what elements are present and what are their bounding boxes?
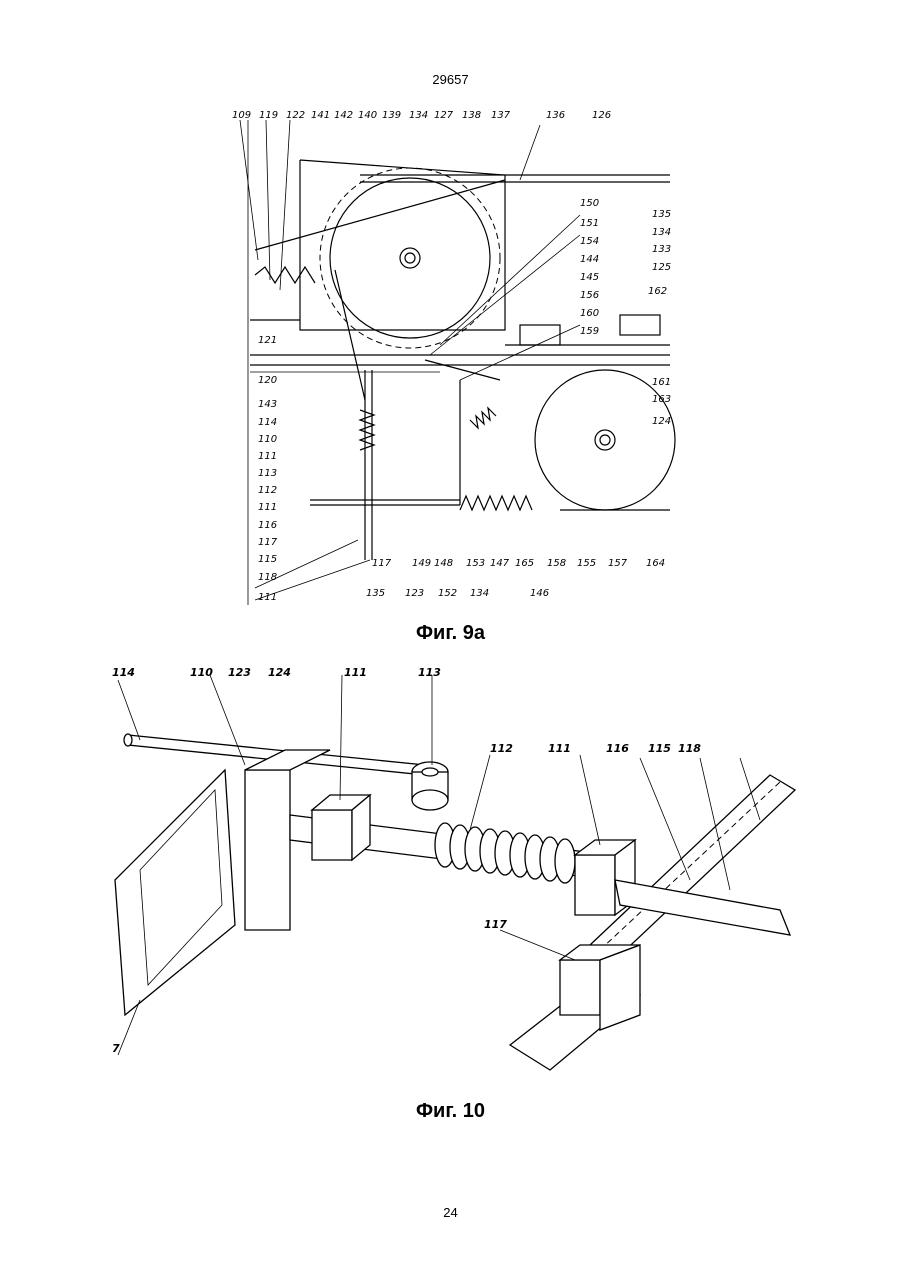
figure-10-geometry	[115, 734, 795, 1070]
label-10-124: 124	[268, 666, 291, 679]
label-10-116: 116	[606, 742, 629, 755]
spring-112	[435, 823, 575, 883]
label-10-7: 7	[112, 1042, 120, 1055]
label-10-123: 123	[228, 666, 251, 679]
label-10-112: 112	[490, 742, 513, 755]
label-10-110: 110	[190, 666, 213, 679]
label-10-113: 113	[418, 666, 441, 679]
label-10-115: 115	[648, 742, 671, 755]
label-10-117: 117	[484, 918, 507, 931]
label-10-118: 118	[678, 742, 701, 755]
label-10-111: 111	[548, 742, 571, 755]
figure-10-caption: Фиг. 10	[0, 1100, 901, 1123]
page-footer-number: 24	[0, 1205, 901, 1220]
label-10-114: 114	[112, 666, 135, 679]
label-10-111: 111	[344, 666, 367, 679]
